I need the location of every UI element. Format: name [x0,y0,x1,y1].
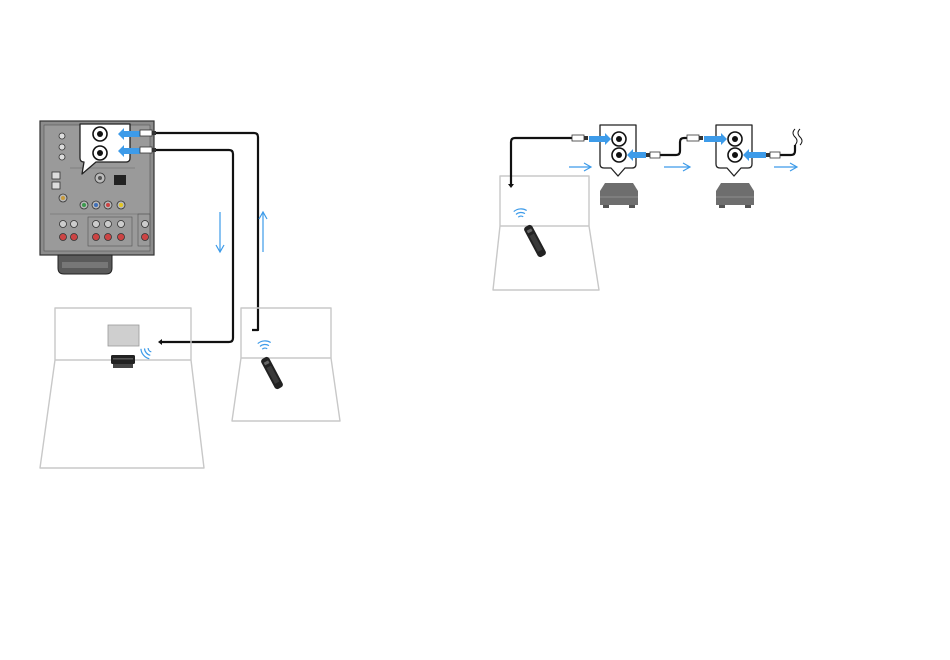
cables-left [156,133,258,345]
device-2 [716,183,754,208]
remote-control [523,224,547,258]
device-1 [600,183,638,208]
jack-panel-1 [600,125,636,176]
av-receiver [111,355,135,368]
room [493,176,599,290]
jack-panel-2 [716,125,752,176]
room-second [232,308,340,421]
ir-receiver [139,345,154,360]
ir-signal-waves [258,340,272,349]
remote-control [260,356,284,390]
ir-signal-waves [514,208,528,217]
signal-arrows-left [220,212,263,252]
cable-end-tip [158,339,162,345]
left-panel [40,121,340,468]
tv-screen [108,325,139,346]
ir-emitter [793,129,802,145]
right-panel [493,125,802,290]
room-main [40,308,204,468]
